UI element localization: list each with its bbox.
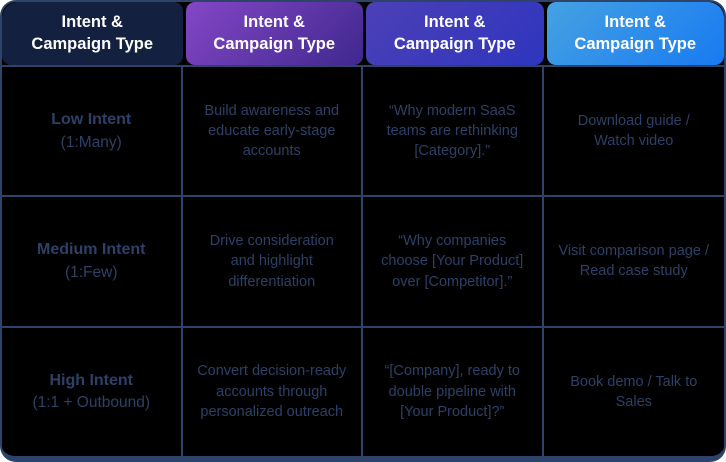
message-cell: “Why companies choose [Your Product] ove… <box>363 195 544 326</box>
row-title: Low Intent <box>51 111 132 129</box>
strategy-cell: Build awareness and educate early-stage … <box>182 65 363 196</box>
row-title: High Intent <box>49 371 134 389</box>
row-title-cell: High Intent (1:1 + Outbound) <box>2 325 183 456</box>
column-header-strategy: Intent & Campaign Type <box>182 2 363 65</box>
column-header-intent-type: Intent & Campaign Type <box>2 2 183 65</box>
cta-cell: Visit comparison page / Read case study <box>543 195 724 326</box>
column-header-label: Intent & Campaign Type <box>546 2 724 65</box>
column-header-cta: Intent & Campaign Type <box>543 2 724 65</box>
column-header-label: Intent & Campaign Type <box>2 2 183 65</box>
message-cell: “Why modern SaaS teams are rethinking [C… <box>363 65 544 196</box>
strategy-cell: Convert decision-ready accounts through … <box>182 325 363 456</box>
column-header-label: Intent & Campaign Type <box>366 2 544 65</box>
strategy-cell: Drive consideration and highlight differ… <box>182 195 363 326</box>
row-subtitle: (1:1 + Outbound) <box>32 394 151 412</box>
message-cell: “[Company], ready to double pipeline wit… <box>363 325 544 456</box>
row-subtitle: (1:Many) <box>60 133 122 151</box>
column-header-label: Intent & Campaign Type <box>185 2 363 65</box>
cta-cell: Download guide / Watch video <box>543 65 724 196</box>
row-title-cell: Medium Intent (1:Few) <box>2 195 183 326</box>
cta-cell: Book demo / Talk to Sales <box>543 325 724 456</box>
row-subtitle: (1:Few) <box>64 263 118 281</box>
row-title: Medium Intent <box>37 241 146 259</box>
row-title-cell: Low Intent (1:Many) <box>2 65 183 196</box>
column-header-message: Intent & Campaign Type <box>363 2 544 65</box>
